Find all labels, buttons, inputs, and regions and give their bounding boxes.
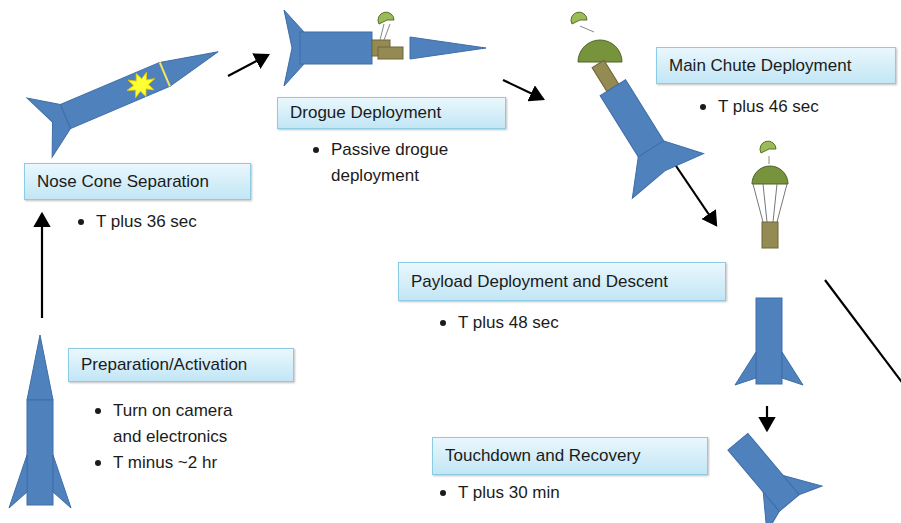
bullet-row: T plus 36 sec	[78, 209, 251, 235]
bullet-dot	[95, 408, 101, 414]
bullet-dot	[95, 460, 101, 466]
stage-title: Drogue Deployment	[277, 97, 506, 129]
stage-node: Preparation/ActivationTurn on camera and…	[68, 348, 294, 476]
bullet-list: T plus 36 sec	[78, 209, 251, 235]
rocket-drogue	[284, 10, 486, 86]
stage-title: Nose Cone Separation	[24, 163, 251, 200]
bullet-row: T plus 30 min	[440, 480, 708, 506]
rocket-ascent	[27, 22, 231, 157]
bullet-list: T plus 48 sec	[440, 310, 726, 336]
stage-node: Nose Cone Separation T plus 36 sec	[24, 163, 251, 235]
stage-title: Preparation/Activation	[68, 348, 294, 382]
bullet-dot	[700, 104, 706, 110]
bullet-text: T plus 48 sec	[458, 310, 559, 336]
stage-node: Main Chute Deployment T plus 46 sec	[656, 47, 896, 120]
bullet-text: T plus 30 min	[458, 480, 560, 506]
bullet-text: T minus ~2 hr	[113, 450, 217, 476]
rocket-on-pad	[9, 335, 71, 508]
rocket-main-chute	[562, 12, 703, 198]
stage-node: Drogue DeploymentPassive drogue deployme…	[277, 97, 506, 189]
bullet-list: Turn on camera and electronicsT minus ~2…	[95, 398, 294, 476]
stage-node: Touchdown and Recovery T plus 30 min	[432, 437, 708, 506]
stage-title: Touchdown and Recovery	[432, 437, 708, 475]
bullet-text: T plus 36 sec	[96, 209, 197, 235]
rocket-landed	[710, 419, 822, 523]
bullet-dot	[440, 490, 446, 496]
bullet-row: T plus 46 sec	[700, 94, 896, 120]
payload-descent	[752, 141, 788, 248]
stage-node: Payload Deployment and Descent T plus 48 …	[398, 262, 726, 336]
bullet-dot	[78, 219, 84, 225]
bullet-row: T minus ~2 hr	[95, 450, 294, 476]
bullet-list: Passive drogue deployment	[313, 137, 506, 189]
bullet-list: T plus 30 min	[440, 480, 708, 506]
stage-title: Main Chute Deployment	[656, 47, 896, 84]
bullet-row: Passive drogue deployment	[313, 137, 506, 189]
flow-arrows	[42, 55, 901, 430]
bullet-list: T plus 46 sec	[700, 94, 896, 120]
bullet-dot	[313, 147, 319, 153]
bullet-text: Passive drogue deployment	[331, 137, 466, 189]
bullet-row: T plus 48 sec	[440, 310, 726, 336]
stage-title: Payload Deployment and Descent	[398, 262, 726, 301]
rocket-descent	[735, 298, 803, 385]
bullet-text: T plus 46 sec	[718, 94, 819, 120]
bullet-row: Turn on camera and electronics	[95, 398, 294, 450]
bullet-text: Turn on camera and electronics	[113, 398, 253, 450]
bullet-dot	[440, 320, 446, 326]
